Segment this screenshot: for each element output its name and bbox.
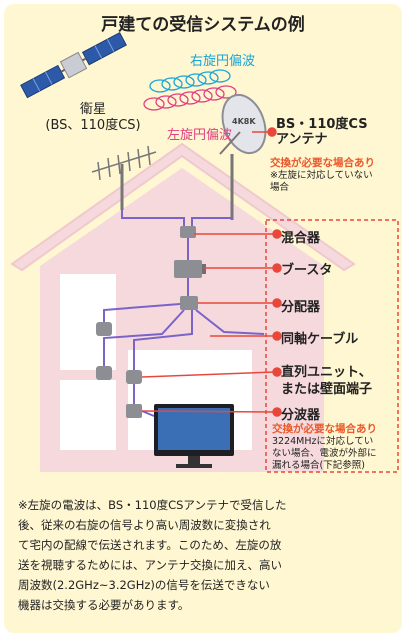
serial-unit (126, 370, 142, 384)
footnote: ※左旋の電波は、BS・110度CSアンテナで受信した 後、従来の右旋の信号より高… (18, 498, 287, 612)
page-title: 戸建ての受信システムの例 (101, 15, 305, 35)
diagram-panel: 4K8K (4, 4, 402, 633)
satellite-label: 衛星 (BS、110度CS) (45, 102, 141, 133)
separator-note: 3224MHzに対応してい ない場合、電波が外部に 漏れる場合(下記参照) (272, 436, 377, 471)
antenna-note: ※左旋に対応していない 場合 (270, 170, 373, 193)
antenna-warning: 交換が必要な場合あり (270, 157, 375, 169)
separator-device (126, 404, 155, 418)
coax-label: 同軸ケーブル (281, 332, 359, 347)
dish-badge: 4K8K (232, 117, 256, 126)
mixer-label: 混合器 (281, 231, 321, 246)
distributor-device (180, 296, 198, 310)
satellite-icon (20, 31, 127, 99)
booster-device (174, 260, 206, 278)
booster-label: ブースタ (281, 263, 333, 278)
antenna-label: BS・110度CS アンテナ (276, 117, 368, 147)
dashed-component-box (265, 219, 399, 473)
dish-antenna-icon: 4K8K (219, 93, 267, 220)
separator-warning: 交換が必要な場合あり (272, 423, 377, 435)
leader-lines (141, 127, 282, 417)
wall-terminal (96, 366, 112, 380)
terrestrial-antenna-icon (91, 145, 157, 210)
distributor-label: 分配器 (281, 300, 321, 315)
coax-cables (103, 210, 265, 404)
reception-diagram: 4K8K (10, 31, 399, 473)
right-polarized-wave (149, 69, 231, 93)
right-wave-label: 右旋円偏波 (190, 54, 256, 69)
separator-label: 分波器 (281, 408, 321, 423)
mixer-device (180, 226, 196, 238)
house-window (60, 380, 116, 450)
unit-label: 直列ユニット、 または壁面端子 (281, 365, 373, 397)
wall-terminal (96, 322, 112, 336)
left-wave-label: 左旋円偏波 (167, 128, 233, 143)
tv-icon (154, 404, 234, 468)
left-polarized-wave (143, 85, 237, 111)
